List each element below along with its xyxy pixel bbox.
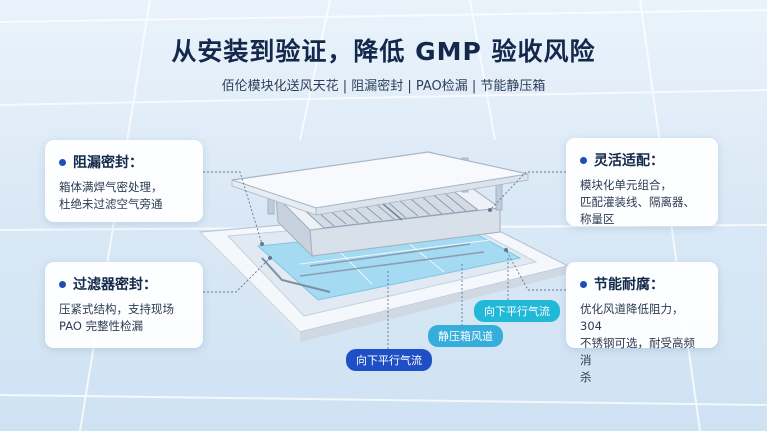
feature-title: 节能耐腐： bbox=[594, 277, 664, 293]
bullet-dot-icon bbox=[580, 280, 587, 288]
feature-text-line: 杀 bbox=[580, 370, 592, 384]
feature-text-line: 杜绝未过滤空气旁通 bbox=[59, 197, 163, 211]
feature-title: 阻漏密封： bbox=[73, 155, 143, 171]
feature-text-line: 箱体满焊气密处理， bbox=[59, 180, 163, 194]
feature-card-leak-seal: 阻漏密封： 箱体满焊气密处理， 杜绝未过滤空气旁通 bbox=[45, 140, 203, 222]
feature-text-line: 优化风道降低阻力，304 bbox=[580, 302, 684, 333]
label-downward-flow-right: 向下平行气流 bbox=[474, 300, 560, 322]
feature-title: 过滤器密封： bbox=[73, 277, 157, 293]
page-subtitle: 佰伦模块化送风天花 | 阻漏密封 | PAO检漏 | 节能静压箱 bbox=[221, 79, 546, 94]
feature-text-line: 压紧式结构，支持现场 bbox=[59, 302, 174, 316]
feature-text-line: 称量区 bbox=[580, 212, 615, 226]
feature-text-line: 模块化单元组合， bbox=[580, 178, 672, 192]
feature-card-flexible-fit: 灵活适配： 模块化单元组合， 匹配灌装线、隔离器、称量区 bbox=[566, 138, 718, 226]
feature-text-line: 不锈钢可选，耐受高频消 bbox=[580, 336, 695, 367]
bullet-dot-icon bbox=[580, 156, 587, 164]
label-plenum-duct: 静压箱风道 bbox=[428, 325, 503, 347]
bullet-dot-icon bbox=[59, 158, 66, 166]
feature-text-line: PAO 完整性检漏 bbox=[59, 319, 144, 333]
feature-text-line: 匹配灌装线、隔离器、 bbox=[580, 195, 695, 209]
feature-title: 灵活适配： bbox=[594, 153, 664, 169]
bullet-dot-icon bbox=[59, 280, 66, 288]
feature-card-filter-seal: 过滤器密封： 压紧式结构，支持现场 PAO 完整性检漏 bbox=[45, 262, 203, 348]
page-title: 从安装到验证，降低 GMP 验收风险 bbox=[171, 37, 596, 66]
label-downward-flow-bottom: 向下平行气流 bbox=[346, 349, 432, 371]
